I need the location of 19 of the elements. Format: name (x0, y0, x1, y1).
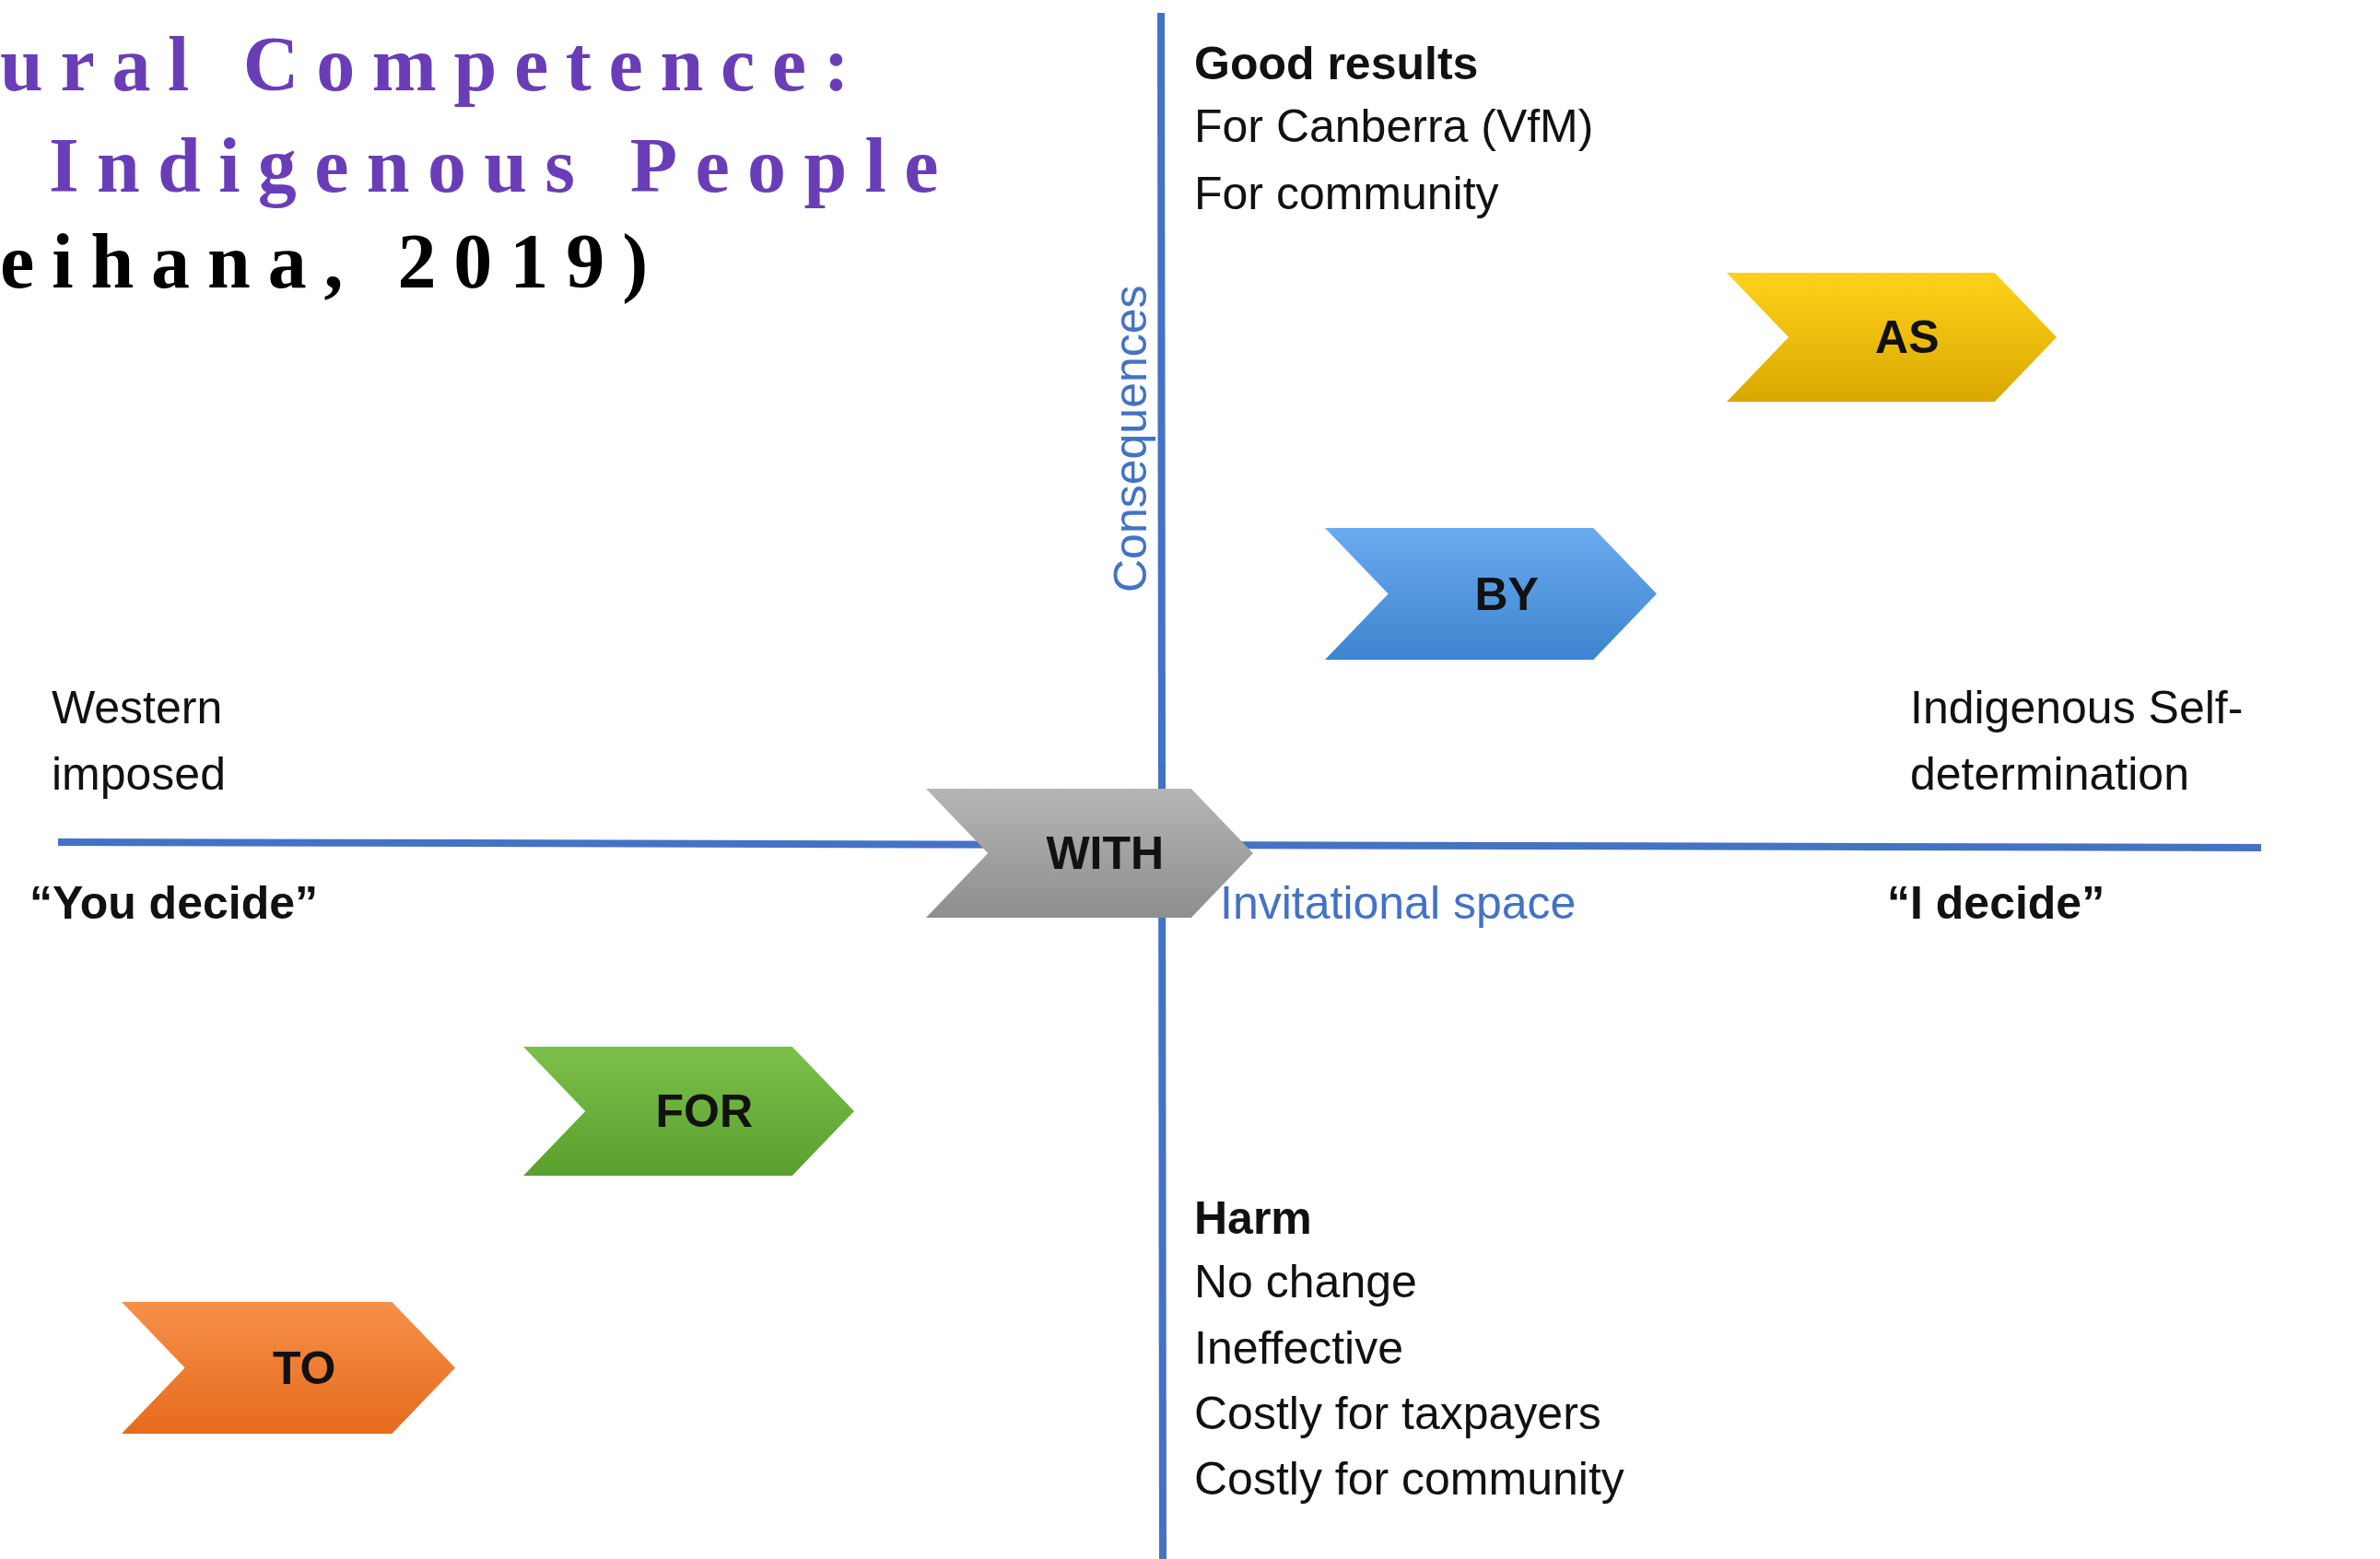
quadrant-heading: Good results (1194, 37, 1479, 91)
chevron-label: WITH (1045, 826, 1166, 880)
axis-end-label: “You decide” (29, 876, 318, 931)
axis-label: Consequences (1104, 285, 1157, 592)
axis-end-label: “I decide” (1887, 876, 2105, 931)
quadrant-text: Costly for community (1194, 1452, 1624, 1506)
axis-label: Invitational space (1220, 876, 1577, 931)
axis-end-label: Indigenous Self-determination (1910, 681, 2245, 802)
chevron-label: AS (1874, 311, 1940, 364)
chevron-label: FOR (654, 1084, 755, 1138)
axis-end-label: Western imposed (52, 681, 227, 802)
quadrant-text: For community (1194, 167, 1499, 221)
quadrant-text: For Canberra (VfM) (1194, 100, 1594, 154)
chevron-label: BY (1473, 567, 1540, 621)
chevron-label: TO (271, 1341, 337, 1395)
quadrant-text: Costly for taxpayers (1194, 1387, 1601, 1441)
quadrant-heading: Harm (1194, 1191, 1312, 1246)
quadrant-text: No change (1194, 1255, 1417, 1309)
quadrant-text: Ineffective (1194, 1321, 1403, 1376)
